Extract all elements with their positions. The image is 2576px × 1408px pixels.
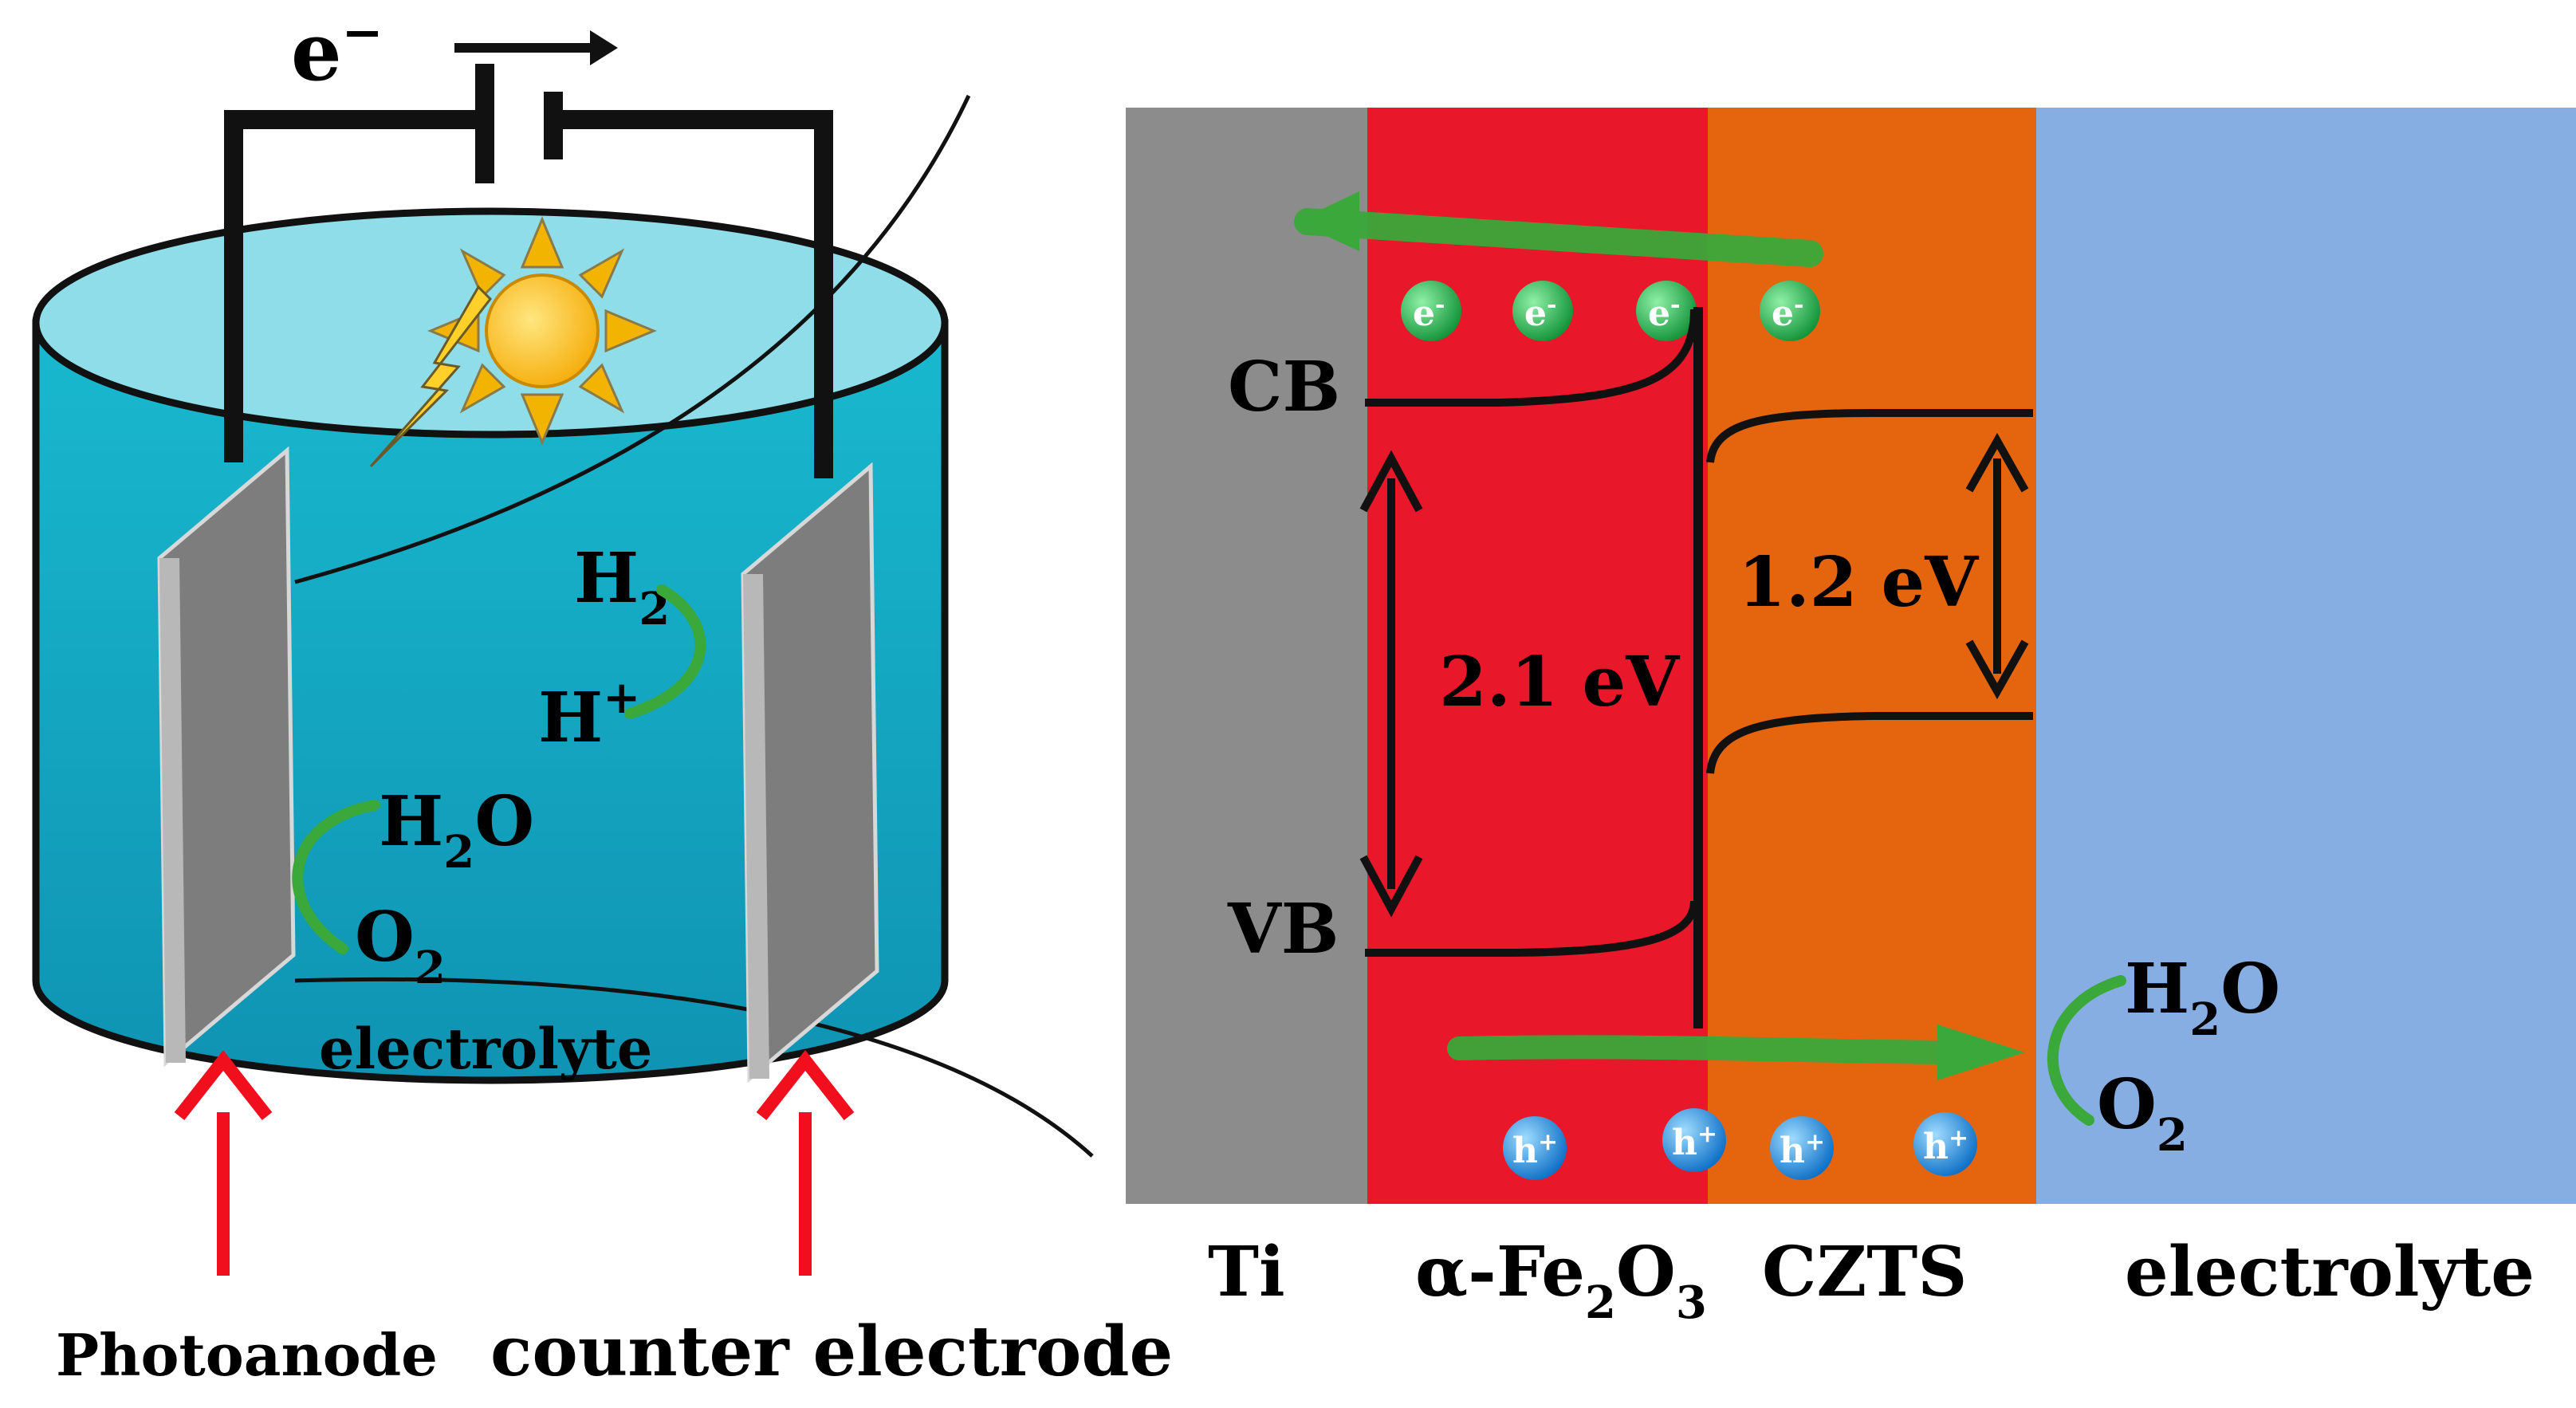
fe2o3-gap-label: 2.1 eV <box>1439 642 1680 722</box>
svg-text:h+: h+ <box>1780 1128 1825 1171</box>
divider-curve <box>294 94 971 584</box>
electron-flow-arrowhead <box>590 30 618 65</box>
svg-text:e-: e- <box>1524 291 1556 334</box>
svg-text:e-: e- <box>1648 291 1680 334</box>
svg-text:h+: h+ <box>1672 1120 1717 1163</box>
electrolyte-label-left: electrolyte <box>319 1016 652 1082</box>
photoanode-plate <box>157 446 296 1068</box>
counter-electrode-plate <box>741 462 879 1084</box>
layer-label-czts: CZTS <box>1762 1232 1967 1312</box>
electron-transfer-arrowhead <box>1296 191 1359 251</box>
svg-text:e-: e- <box>1772 291 1803 334</box>
electron-particle: e- <box>1401 281 1461 341</box>
h-plus-label: H+ <box>538 671 640 758</box>
hole-particle: h+ <box>1503 1116 1567 1180</box>
photoanode-label: Photoanode <box>56 1321 438 1389</box>
cb-label: CB <box>1228 347 1340 427</box>
o2-label-right: O2 <box>2097 1064 2188 1162</box>
svg-text:h+: h+ <box>1923 1124 1968 1167</box>
hole-particle: h+ <box>1662 1108 1726 1172</box>
hole-particle: h+ <box>1913 1112 1977 1176</box>
o2-label-left: O2 <box>355 897 446 994</box>
czts-gap-label: 1.2 eV <box>1738 542 1979 623</box>
electron-particles: e- e- e- e- <box>1401 281 1820 341</box>
counter-electrode-label: counter electrode <box>490 1312 1173 1392</box>
layer-label-ti: Ti <box>1208 1232 1285 1312</box>
battery-long-plate <box>475 64 494 183</box>
hole-transfer-arrowhead <box>1937 1025 2025 1080</box>
hole-particle: h+ <box>1770 1116 1834 1180</box>
light-arrow-counter <box>756 1050 855 1276</box>
svg-text:h+: h+ <box>1512 1128 1558 1171</box>
hole-transfer-arrow <box>1447 1035 1957 1064</box>
svg-text:e-: e- <box>1413 291 1445 334</box>
layer-label-electrolyte: electrolyte <box>2125 1232 2535 1312</box>
light-arrow-photoanode <box>174 1050 273 1276</box>
electron-label: e− <box>291 3 383 99</box>
o2-curved-arrow <box>292 800 380 954</box>
electron-particle: e- <box>1512 281 1573 341</box>
electron-transfer-arrow <box>1294 208 1823 267</box>
pec-cell: e− <box>32 3 1173 1392</box>
battery-short-plate <box>544 92 563 159</box>
vb-label: VB <box>1227 889 1339 969</box>
fe2o3-gap-arrow <box>1359 450 1423 918</box>
fe2o3-vb-edge <box>1365 900 1698 957</box>
electron-particle: e- <box>1636 281 1697 341</box>
czts-cb-edge <box>1706 409 2033 463</box>
electron-particle: e- <box>1760 281 1820 341</box>
czts-gap-arrow <box>1965 432 2029 700</box>
o2-curved-arrow-right <box>2047 975 2126 1126</box>
circuit-wire <box>224 110 833 478</box>
band-diagram: e- e- e- e- CB VB <box>1126 108 2576 1329</box>
fe2o3-cb-edge <box>1365 309 1698 407</box>
h2o-label-left: H2O <box>379 781 534 879</box>
sun-icon <box>427 216 657 446</box>
czts-vb-edge <box>1706 712 2033 774</box>
hole-particles: h+ h+ h+ h+ <box>1503 1108 1977 1180</box>
h2o-label-right: H2O <box>2125 949 2280 1046</box>
layer-ti <box>1126 108 1367 1204</box>
lightning-icon <box>369 285 492 468</box>
layer-label-fe2o3: α-Fe2O3 <box>1415 1232 1707 1329</box>
divider-curve-lower <box>294 977 1094 1158</box>
layer-electrolyte <box>2036 108 2576 1204</box>
h2-curved-arrow <box>624 584 706 719</box>
